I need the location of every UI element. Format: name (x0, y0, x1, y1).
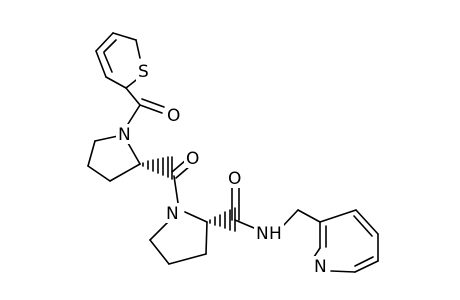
atom-nitrogen-2: N (166, 204, 179, 224)
atom-oxygen-1: O (167, 106, 180, 126)
pyridine-ring (297, 209, 379, 273)
atom-nitrogen-1: N (118, 125, 131, 145)
atom-labels: S O N O N O N H N (116, 61, 330, 277)
amide-group (231, 187, 299, 229)
pyrrolidine-ring-2 (149, 211, 208, 265)
pyrrolidine-ring-1 (87, 135, 141, 182)
stereo-hash-bond-1 (142, 156, 173, 180)
atom-oxygen-2: O (186, 149, 199, 169)
atom-sulfur: S (138, 62, 149, 82)
thiophene-carbonyl (125, 87, 165, 125)
atom-oxygen-3: O (228, 169, 241, 189)
atom-nitrogen-amide: N (256, 224, 269, 244)
atom-hydrogen-amide: H (269, 224, 282, 244)
atom-nitrogen-pyridine: N (314, 257, 327, 277)
